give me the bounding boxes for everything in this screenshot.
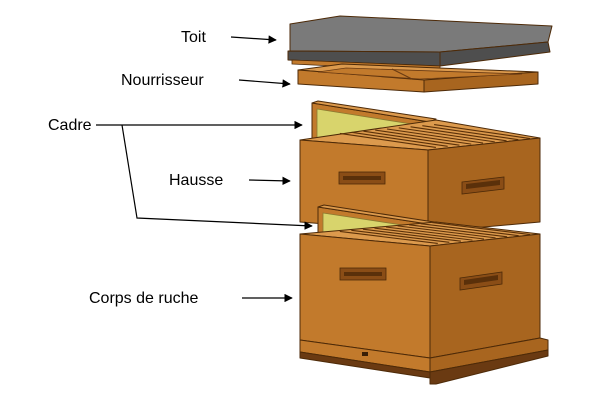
- frame-top-bar: [386, 128, 484, 144]
- brood-frame-bars: [339, 222, 531, 244]
- frame-top-bar: [432, 222, 531, 236]
- brood-right-face: [429, 233, 541, 359]
- frame-top-bar: [339, 132, 436, 148]
- frame-top-bar: [362, 228, 461, 242]
- frame-top-bar: [434, 124, 531, 140]
- label-toit-text: Toit: [181, 29, 206, 46]
- label-hausse-text: Hausse: [169, 172, 223, 189]
- frame-top-bar: [351, 131, 448, 147]
- roof: [287, 15, 553, 72]
- label-nourrisseur: Nourrisseur: [121, 72, 291, 89]
- bottom-entrance: [362, 352, 368, 356]
- frame-top-bar: [339, 230, 438, 244]
- super-frame-bars: [339, 124, 531, 148]
- super-front-handle-slot: [343, 176, 381, 180]
- feeder: [297, 63, 539, 93]
- feeder-divider: [391, 68, 413, 80]
- frame-top-bar: [398, 127, 495, 143]
- bottom-board-runner: [429, 349, 549, 385]
- frame-top-bar: [422, 125, 519, 141]
- arrow-hausse: [248, 176, 291, 186]
- brood-front-face: [299, 233, 431, 359]
- bottom-board: [299, 337, 549, 385]
- frame-top-bar: [374, 227, 473, 241]
- upper-frame-top-bar: [311, 100, 437, 123]
- arrow-cadre-lower: [121, 124, 313, 230]
- arrow-nourrisseur: [238, 79, 291, 88]
- bottom-board-right: [429, 337, 549, 373]
- frame-top-bar: [397, 225, 496, 239]
- frame-top-bar: [351, 229, 450, 243]
- label-corps-text: Corps de ruche: [89, 290, 198, 307]
- label-hausse: Hausse: [169, 172, 291, 189]
- brood-box: [299, 221, 541, 359]
- feeder-inner-tray: [317, 67, 523, 80]
- brood-front-handle-slot: [344, 272, 382, 276]
- frame-top-bar: [375, 129, 472, 145]
- label-cadre-text: Cadre: [48, 117, 92, 134]
- arrow-toit: [230, 35, 277, 44]
- label-corps: Corps de ruche: [89, 290, 293, 307]
- label-nourrisseur-text: Nourrisseur: [121, 72, 204, 89]
- super-side-handle-slot: [466, 180, 500, 189]
- frame-top-bar: [410, 126, 507, 142]
- frame-top-bar: [409, 224, 508, 238]
- label-toit: Toit: [181, 29, 277, 46]
- brood-side-handle-slot: [464, 275, 498, 285]
- frame-top-bar: [363, 130, 460, 146]
- frame-top-bar: [385, 226, 485, 240]
- bottom-board-left-runner: [299, 351, 431, 379]
- frame-top-bar: [420, 223, 519, 237]
- label-cadre: Cadre: [48, 117, 313, 230]
